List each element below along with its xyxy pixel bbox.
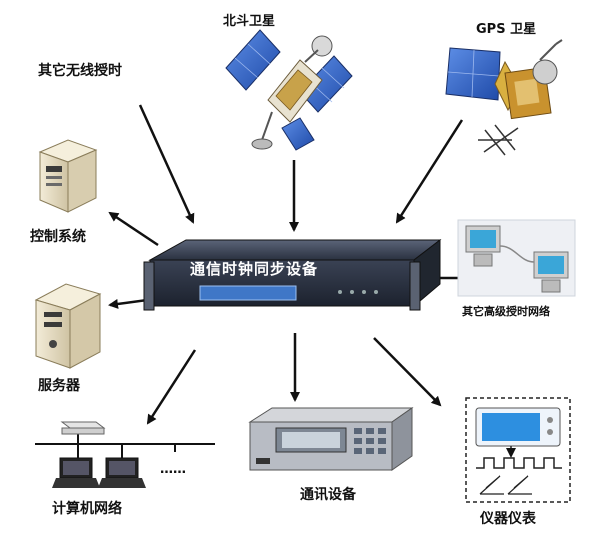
instrument-icon	[465, 397, 571, 503]
network-switch-icon	[60, 421, 106, 435]
label-gps: GPS 卫星	[476, 22, 537, 37]
label-central-device: 通信时钟同步设备	[190, 260, 319, 278]
keypad-icon	[354, 428, 386, 454]
gps-satellite-icon	[445, 39, 563, 156]
network-ellipsis: ……	[160, 462, 186, 477]
label-comm-device: 通讯设备	[300, 487, 356, 503]
arrow-gps-to-device	[395, 119, 464, 224]
arrow-other-wireless-to-device	[138, 104, 195, 224]
device-display-icon	[199, 285, 297, 301]
comm-device-icon	[248, 407, 414, 471]
server-icon	[34, 283, 102, 369]
label-server: 服务器	[38, 378, 80, 394]
arrow-device-to-control	[108, 211, 159, 247]
label-other-network: 其它高级授时网络	[462, 305, 550, 318]
arrow-device-to-computers	[146, 349, 197, 425]
control-system-pc-icon	[38, 139, 98, 213]
arrow-device-to-instrument	[373, 337, 442, 407]
label-instrument: 仪器仪表	[480, 511, 536, 527]
other-network-icon	[457, 219, 576, 297]
label-other-wireless: 其它无线授时	[38, 63, 122, 79]
label-control-system: 控制系统	[30, 229, 86, 245]
beidou-satellite-icon	[225, 29, 353, 151]
label-beidou: 北斗卫星	[223, 14, 276, 29]
label-computer-network: 计算机网络	[52, 501, 122, 517]
network-pc-2-icon	[533, 251, 569, 293]
sync-device-icon	[143, 238, 442, 311]
laptop-1-icon	[52, 457, 100, 488]
computer-network-icon	[35, 421, 215, 488]
network-pc-1-icon	[465, 225, 501, 267]
laptop-2-icon	[98, 457, 146, 488]
